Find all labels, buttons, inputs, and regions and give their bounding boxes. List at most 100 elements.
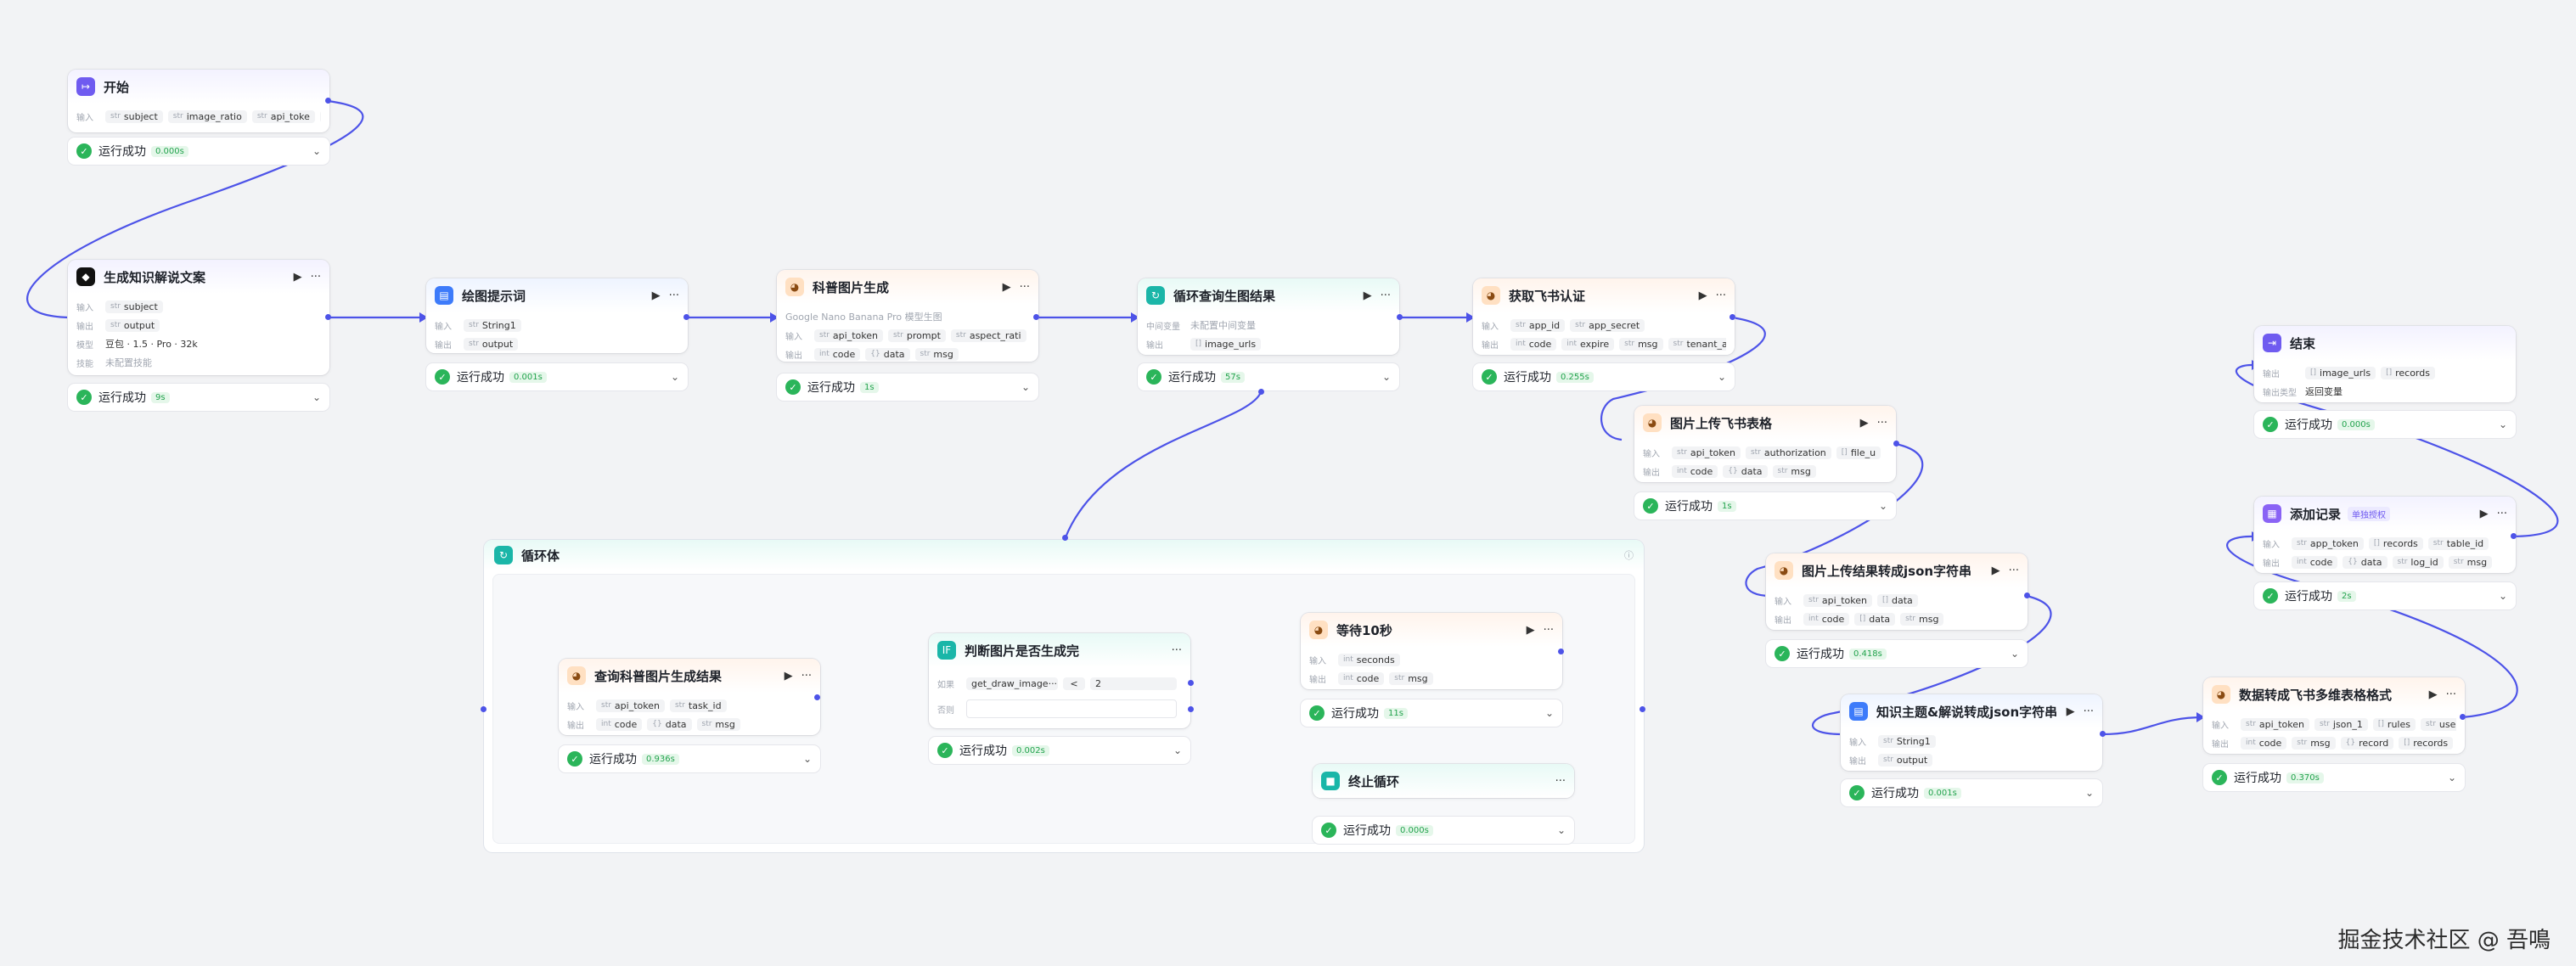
output-port[interactable] [1188, 680, 1194, 686]
more-button[interactable]: ··· [1543, 623, 1554, 637]
output-port[interactable] [1033, 314, 1039, 320]
more-button[interactable]: ··· [2496, 507, 2507, 520]
more-button[interactable]: ··· [2445, 688, 2456, 701]
chevron-down-icon[interactable]: ⌄ [2010, 648, 2019, 660]
loop-port[interactable] [481, 706, 487, 712]
chevron-down-icon[interactable]: ⌄ [1021, 381, 1030, 393]
run-button[interactable]: ▶ [2479, 507, 2489, 520]
node-end[interactable]: ⇥结束 输出 []image_urls []records 输出类型返回变量 [2254, 326, 2516, 402]
chevron-down-icon[interactable]: ⌄ [2447, 772, 2456, 783]
chevron-down-icon[interactable]: ⌄ [312, 145, 321, 157]
chevron-down-icon[interactable]: ⌄ [670, 371, 679, 383]
output-port[interactable] [2100, 731, 2106, 737]
run-button[interactable]: ▶ [651, 289, 661, 302]
more-tag[interactable]: ··· [319, 110, 321, 123]
cat-plugin-icon: ◕ [1643, 413, 1662, 432]
loop-port[interactable] [1258, 389, 1264, 395]
output-port[interactable] [2460, 714, 2466, 720]
node-loop-query[interactable]: ↻循环查询生图结果▶··· 中间变量未配置中间变量 输出[]image_urls [1138, 278, 1399, 355]
chevron-down-icon[interactable]: ⌄ [2498, 590, 2507, 602]
node-stop-loop[interactable]: ■终止循环··· [1313, 764, 1574, 798]
more-button[interactable]: ··· [310, 270, 321, 284]
more-button[interactable]: ··· [801, 669, 812, 682]
more-button[interactable]: ··· [1876, 416, 1887, 430]
output-port[interactable] [1730, 314, 1735, 320]
loop-port[interactable] [1640, 706, 1645, 712]
check-icon: ✓ [1482, 369, 1497, 385]
chevron-down-icon[interactable]: ⌄ [1173, 744, 1182, 756]
more-button[interactable]: ··· [668, 289, 679, 302]
auth-badge[interactable]: 单独授权 [2348, 506, 2391, 521]
run-button[interactable]: ▶ [1991, 564, 2000, 577]
more-button[interactable]: ··· [2008, 564, 2019, 577]
output-port[interactable] [2511, 533, 2517, 539]
output-port[interactable] [1188, 706, 1194, 712]
output-port[interactable] [1893, 441, 1899, 446]
run-button[interactable]: ▶ [784, 669, 793, 682]
more-button[interactable]: ··· [1715, 289, 1726, 302]
chevron-down-icon[interactable]: ⌄ [2498, 418, 2507, 430]
chevron-down-icon[interactable]: ⌄ [1556, 824, 1566, 836]
output-port[interactable] [1397, 314, 1403, 320]
output-port[interactable] [325, 314, 331, 320]
run-button[interactable]: ▶ [1002, 280, 1011, 294]
run-button[interactable]: ▶ [1363, 289, 1372, 302]
more-button[interactable]: ··· [1555, 774, 1566, 788]
run-button[interactable]: ▶ [293, 270, 302, 284]
output-port[interactable] [1558, 649, 1564, 654]
check-icon: ✓ [76, 143, 92, 159]
chevron-down-icon[interactable]: ⌄ [1544, 707, 1554, 719]
chevron-down-icon[interactable]: ⌄ [1878, 500, 1887, 512]
chevron-down-icon[interactable]: ⌄ [1381, 371, 1391, 383]
run-button[interactable]: ▶ [1859, 416, 1869, 430]
chevron-down-icon[interactable]: ⌄ [2084, 787, 2094, 799]
node-kepu[interactable]: ◕科普图片生成▶··· Google Nano Banana Pro 模型生图 … [777, 270, 1038, 362]
chevron-down-icon[interactable]: ⌄ [1717, 371, 1726, 383]
run-button[interactable]: ▶ [1698, 289, 1707, 302]
more-button[interactable]: ··· [1019, 280, 1030, 294]
more-button[interactable]: ··· [2083, 705, 2094, 718]
run-button[interactable]: ▶ [2428, 688, 2438, 701]
more-button[interactable]: ··· [1171, 643, 1182, 657]
output-port[interactable] [683, 314, 689, 320]
run-button[interactable]: ▶ [1526, 623, 1535, 637]
output-port[interactable] [2024, 593, 2030, 598]
output-port[interactable] [814, 694, 820, 700]
chevron-down-icon[interactable]: ⌄ [802, 753, 812, 765]
loop-port[interactable] [1062, 535, 1068, 541]
else-branch[interactable] [966, 699, 1177, 718]
more-button[interactable]: ··· [1380, 289, 1391, 302]
output-port[interactable] [325, 98, 331, 104]
chevron-down-icon[interactable]: ⌄ [312, 391, 321, 403]
run-button[interactable]: ▶ [2066, 705, 2075, 718]
